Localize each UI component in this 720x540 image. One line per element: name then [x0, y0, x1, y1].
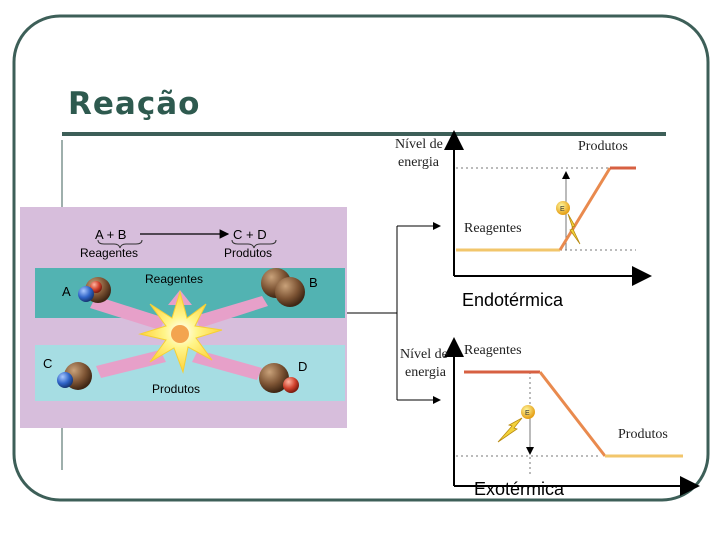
molecule-b-label: B: [309, 275, 318, 290]
endo-caption: Endotérmica: [462, 290, 564, 310]
equation-right-label: Produtos: [224, 246, 272, 260]
exo-energy-icon: [521, 405, 535, 419]
endothermic-chart: E: [444, 130, 652, 286]
equation-right: C + D: [233, 227, 267, 242]
endo-lightning-icon: [567, 213, 581, 245]
molecule-c-label: C: [43, 356, 52, 371]
molecule-a-blue: [78, 286, 94, 302]
slide-frame: [12, 14, 710, 502]
molecule-b-big-2: [275, 277, 305, 307]
equation-left: A + B: [95, 227, 126, 242]
exo-energy-icon-label: E: [525, 410, 530, 417]
pink-arrow-a: [90, 296, 165, 330]
products-brace: [231, 239, 277, 249]
pink-arrow-b: [195, 296, 268, 328]
exo-lightning-icon: [497, 417, 523, 443]
exo-transition-line: [538, 371, 607, 457]
exo-y-label-1: Nível de: [400, 347, 448, 362]
band-bottom-label: Produtos: [152, 382, 200, 396]
molecule-c-blue: [57, 372, 73, 388]
exo-y-label-2: energia: [405, 365, 446, 380]
reaction-image: A + B Reagentes C + D Produtos Reagentes…: [20, 207, 347, 428]
molecule-d-brown: [259, 363, 289, 393]
exo-caption: Exotérmica: [474, 479, 565, 499]
molecule-d-label: D: [298, 359, 307, 374]
molecule-a-label: A: [62, 284, 71, 299]
endo-products-label: Produtos: [578, 139, 628, 154]
endo-energy-icon-label: E: [560, 206, 565, 213]
band-top-label: Reagentes: [145, 272, 203, 286]
molecule-d-red: [283, 377, 299, 393]
pink-arrow-c: [96, 350, 166, 378]
exo-reactants-label: Reagentes: [464, 343, 522, 358]
endo-y-label-2: energia: [398, 155, 439, 170]
title-underline: [62, 132, 666, 136]
connectors: [347, 222, 441, 404]
endo-energy-icon: [556, 201, 570, 215]
slide-title: Reação: [68, 86, 201, 122]
reactants-brace: [97, 239, 143, 249]
endo-transition-line: [558, 167, 612, 251]
equation-left-label: Reagentes: [80, 246, 138, 260]
exothermic-chart: E: [444, 337, 700, 496]
molecule-a-red: [90, 281, 102, 293]
exo-products-label: Produtos: [618, 427, 668, 442]
endo-reactants-label: Reagentes: [464, 221, 522, 236]
endo-y-label-1: Nível de: [395, 137, 443, 152]
explosion-core: [171, 325, 189, 343]
